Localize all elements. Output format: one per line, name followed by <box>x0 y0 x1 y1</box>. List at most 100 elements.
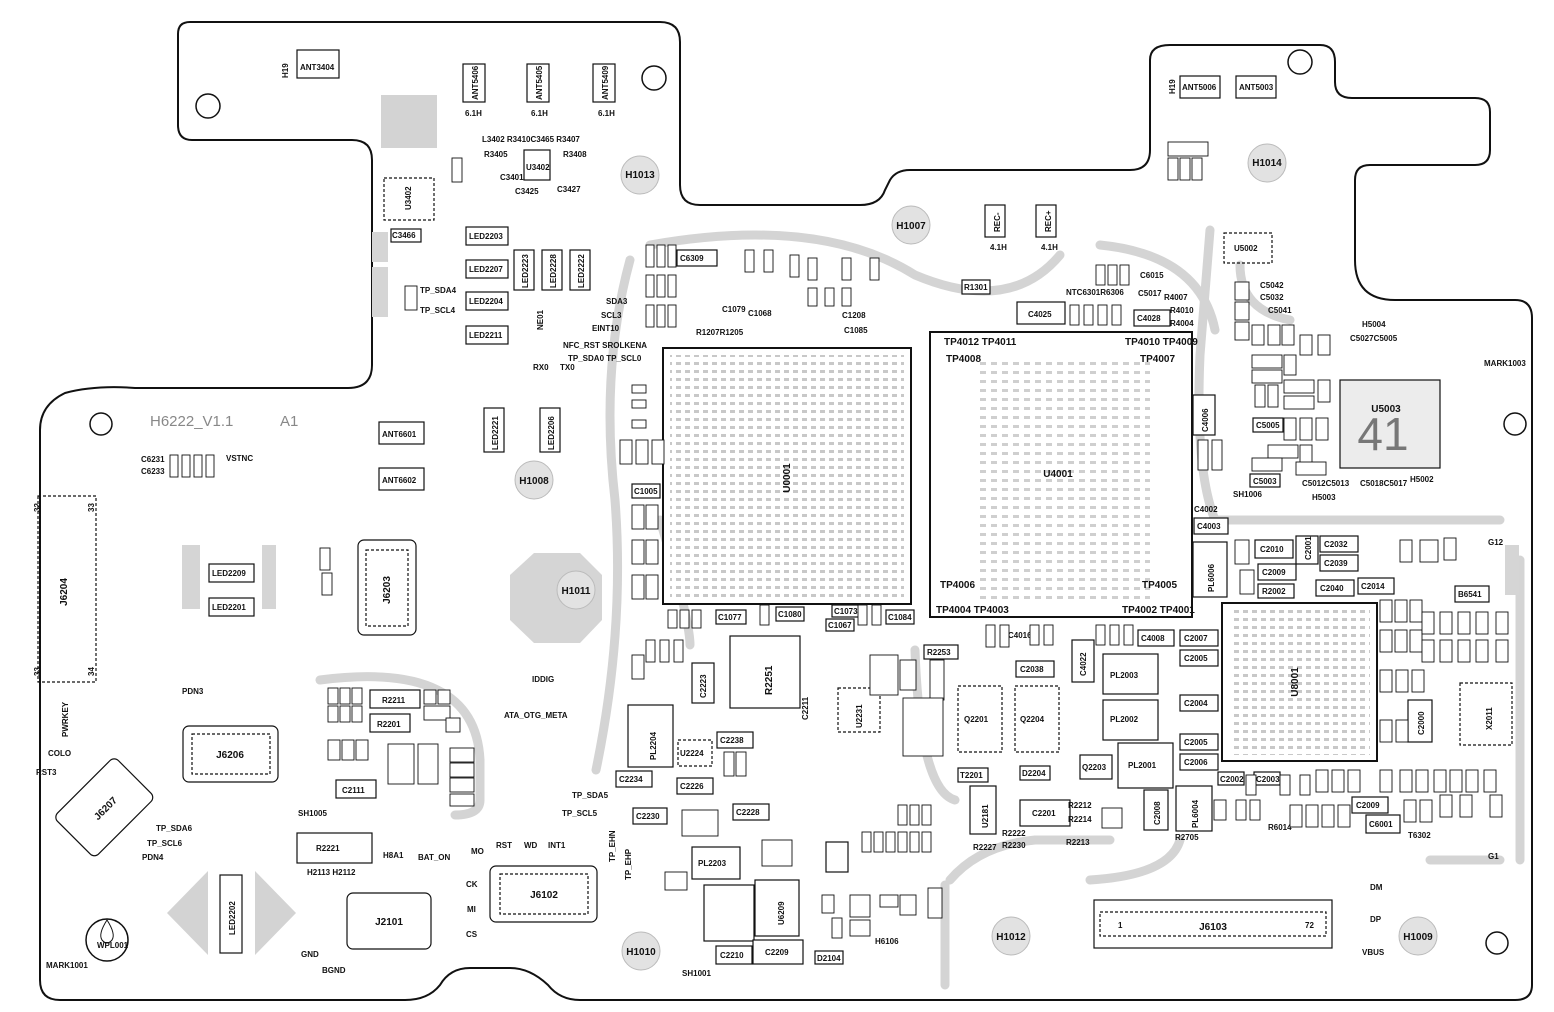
u3402b-label: U3402 <box>526 163 550 172</box>
part-c1080: C1080 <box>775 606 805 622</box>
tp4007-label: TP4007 <box>1140 354 1175 365</box>
part-r2705: R2705 <box>1175 833 1199 842</box>
part-c2039: C2039 <box>1319 554 1359 572</box>
wpl001-mark: WPL001 <box>85 918 129 962</box>
c2001-label: C2001 <box>1304 536 1313 560</box>
ant5406-val: 6.1H <box>465 109 482 118</box>
r2214-label: R2214 <box>1068 815 1092 824</box>
part-c2004: C2004 <box>1179 694 1219 712</box>
c2210-label: C2210 <box>720 951 744 960</box>
part-c1208: C1208 <box>842 311 866 320</box>
receiver-rec-plus: REC+ 4.1H <box>1035 204 1058 252</box>
r2002-label: R2002 <box>1262 587 1286 596</box>
ant5406-label: ANT5406 <box>471 65 480 100</box>
c5012-label: C5012C5013 <box>1302 479 1350 488</box>
part-c1068: C1068 <box>748 309 772 318</box>
r2230-label: R2230 <box>1002 841 1026 850</box>
led2204-label: LED2204 <box>469 297 503 306</box>
c2010-label: C2010 <box>1260 545 1284 554</box>
part-c2000: C2000 <box>1407 699 1433 743</box>
h1014-label: H1014 <box>1252 158 1282 169</box>
part-c4016: C4016 <box>1008 631 1032 640</box>
c1085-label: C1085 <box>844 326 868 335</box>
tp4004-label: TP4004 TP4003 <box>936 605 1009 616</box>
c5005-label: C5005 <box>1256 421 1280 430</box>
rec-minus-label: REC- <box>993 212 1002 232</box>
part-c2209: C2209 <box>752 939 804 965</box>
part-pl6006: PL6006 <box>1192 541 1228 598</box>
tp-ehn: TP_EHN <box>608 830 617 862</box>
part-c2006: C2006 <box>1179 753 1219 771</box>
c2211-label: C2211 <box>801 696 810 720</box>
c4006-label: C4006 <box>1201 408 1210 432</box>
h8a1: H8A1 <box>383 851 404 860</box>
connector-j6207: J6207 <box>55 758 154 857</box>
grey-strip-1 <box>182 545 200 609</box>
part-c2014: C2014 <box>1357 577 1395 595</box>
tp4006-label: TP4006 <box>940 580 975 591</box>
part-c2201: C2201 <box>1019 799 1071 827</box>
h-hole-h1011: H1011 <box>556 570 596 610</box>
part-r2213: R2213 <box>1066 838 1090 847</box>
tp-sda0: TP_SDA0 TP_SCL0 <box>568 354 642 363</box>
wd: WD <box>524 841 538 850</box>
board-version: H6222_V1.1 <box>150 413 233 430</box>
connector-j6103: J6103 1 72 <box>1093 899 1333 949</box>
connector-j2101: J2101 <box>346 892 432 950</box>
r2222-label: R2222 <box>1002 829 1026 838</box>
c5027-label: C5027C5005 <box>1350 334 1398 343</box>
part-r2253: R2253 <box>923 644 959 660</box>
h6106-label: H6106 <box>875 937 899 946</box>
c6015-label: C6015 <box>1140 271 1164 280</box>
u0001-label: U0001 <box>782 463 793 493</box>
r1207-label: R1207R1205 <box>696 328 744 337</box>
c2234-label: C2234 <box>619 775 643 784</box>
part-c1079: C1079 <box>722 305 746 314</box>
part-c2005: C2005 <box>1179 649 1219 667</box>
part-r2222: R2222 <box>1002 829 1026 838</box>
c1077-label: C1077 <box>718 613 742 622</box>
c6309-label: C6309 <box>680 254 704 263</box>
r6014-label: R6014 <box>1268 823 1292 832</box>
led-2211: LED2211 <box>465 325 509 345</box>
antenna-ant5003: ANT5003 <box>1235 75 1277 99</box>
part-r2251: R2251 <box>729 635 801 709</box>
part-c6309: C6309 <box>676 249 718 267</box>
tp-scl5: TP_SCL5 <box>562 809 598 818</box>
connector-j6203: J6203 <box>357 539 417 636</box>
c4008-label: C4008 <box>1141 634 1165 643</box>
chip-u0001: U0001 <box>662 347 912 605</box>
ck: CK <box>466 880 478 889</box>
part-c2002: C2002 <box>1217 771 1245 786</box>
receiver-rec-minus: REC- 4.1H <box>984 204 1007 252</box>
iddig: IDDIG <box>532 675 554 684</box>
c4022-label: C4022 <box>1079 652 1088 676</box>
part-c1067: C1067 <box>825 618 855 632</box>
ant5405-label: ANT5405 <box>535 65 544 100</box>
antenna-ant5405: ANT5405 6.1H <box>526 63 550 118</box>
part-c2032: C2032 <box>1319 535 1359 553</box>
c2005-label: C2005 <box>1184 654 1208 663</box>
c5003-label: C5003 <box>1253 477 1277 486</box>
part-r2227: R2227 <box>973 843 997 852</box>
tp-scl4: TP_SCL4 <box>420 306 456 315</box>
led-2228: LED2228 <box>541 249 563 291</box>
t6302-label: T6302 <box>1408 831 1431 840</box>
part-c2009b: C2009 <box>1351 796 1389 814</box>
c3466-label: C3466 <box>392 231 416 240</box>
r4004-label: R4004 <box>1170 319 1194 328</box>
rec-plus-label: REC+ <box>1044 210 1053 232</box>
part-c1085: C1085 <box>844 326 868 335</box>
part-r4010: R4010 <box>1170 306 1194 315</box>
q2203-label: Q2203 <box>1082 763 1107 772</box>
d2204-label: D2204 <box>1022 769 1046 778</box>
part-h6106: H6106 <box>875 937 899 946</box>
c1208-label: C1208 <box>842 311 866 320</box>
led2211-label: LED2211 <box>469 331 503 340</box>
r2227-label: R2227 <box>973 843 997 852</box>
j6103-pin-a: 1 <box>1118 921 1123 930</box>
part-pl2001: PL2001 <box>1117 742 1174 789</box>
d2104-label: D2104 <box>817 954 841 963</box>
part-c2005b: C2005 <box>1179 733 1219 751</box>
